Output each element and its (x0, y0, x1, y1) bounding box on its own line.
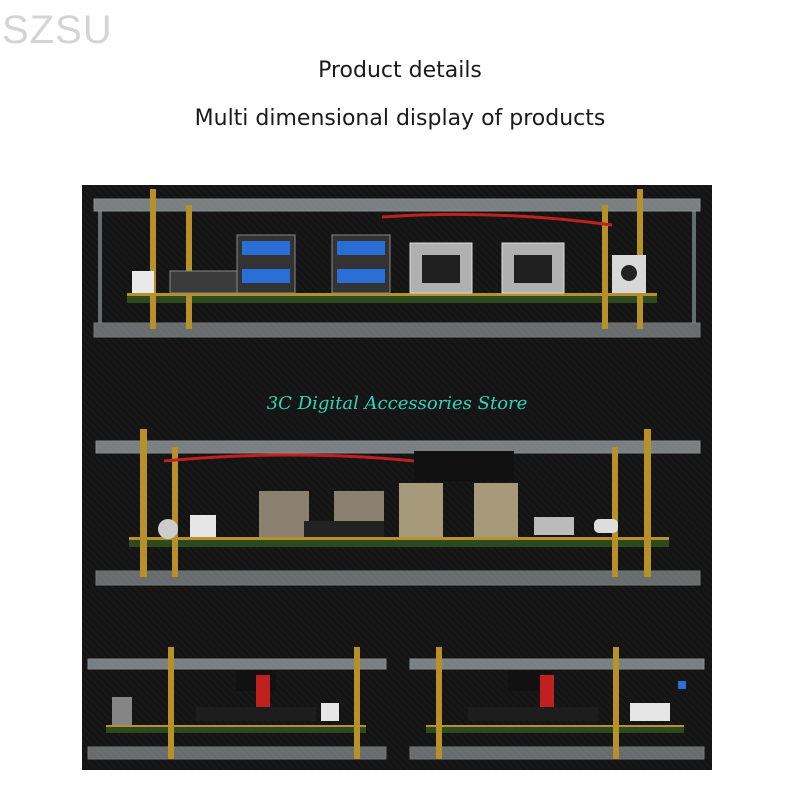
store-watermark: 3C Digital Accessories Store (266, 393, 528, 414)
product-photo: 3C Digital Accessories Store (82, 185, 712, 770)
page-title: Product details (318, 58, 482, 83)
case-top-view (93, 189, 701, 338)
case-side-left-view (87, 647, 387, 760)
page-subtitle: Multi dimensional display of products (194, 106, 606, 131)
case-side-right-view (409, 647, 705, 760)
brand-watermark: SZSU (2, 8, 113, 52)
case-front-view (95, 429, 701, 586)
